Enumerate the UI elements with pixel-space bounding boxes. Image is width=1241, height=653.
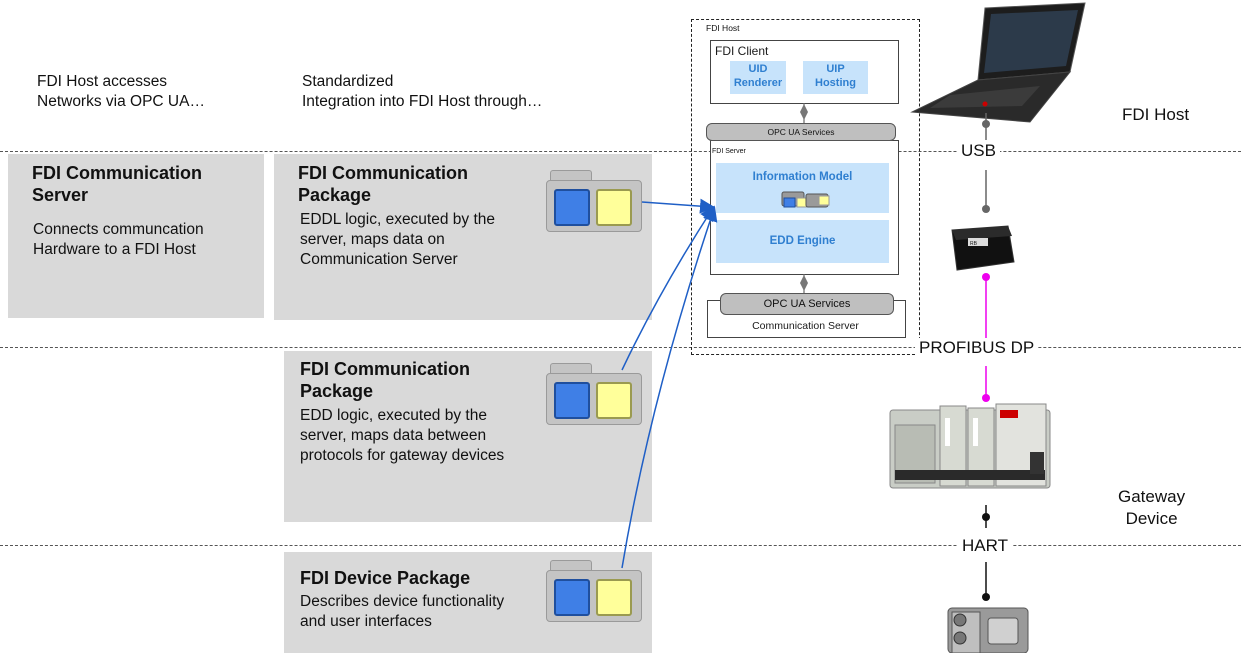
opc-ua-services-bottom: OPC UA Services [720,293,894,315]
hart-label: HART [958,536,1012,556]
uid-renderer-box: UID Renderer [730,61,786,94]
comm-server-desc: Connects communcation Hardware to a FDI … [33,221,204,258]
opc-ua-services-top: OPC UA Services [706,123,896,141]
note-network: FDI Host accesses Networks via OPC UA… [37,73,205,110]
package-icon [546,560,642,622]
arrow-device-package [621,206,718,569]
usb-adapter-image: RB [951,225,1015,271]
package-icon [546,170,642,232]
fdi-host-frame [691,19,920,355]
gateway-device-image [889,403,1051,489]
fdi-host-side-label: FDI Host [1122,105,1190,124]
comm-package-2-title: FDI Communication Package [300,359,470,401]
gateway-device-label: Gateway Device [1118,487,1186,528]
information-model-icon [781,191,830,208]
comm-server-title: FDI Communication Server [32,163,202,205]
hart-node-bottom [982,593,990,601]
server-comm-connector [800,274,808,293]
svg-text:RB: RB [970,241,978,247]
profibus-node-bottom [982,394,990,402]
arrow-package-2 [621,205,715,371]
comm-package-1-title: FDI Communication Package [298,163,468,205]
profibus-label: PROFIBUS DP [915,338,1039,358]
usb-label: USB [957,141,1000,161]
usb-node-top [982,120,990,128]
usb-node-bottom [982,205,990,213]
uip-hosting-box: UIP Hosting [803,61,868,94]
client-server-connector [800,103,808,123]
fdi-client-label: FDI Client [715,44,769,58]
edd-engine-box: EDD Engine [716,220,889,263]
comm-package-2-desc: EDD logic, executed by the server, maps … [300,407,505,464]
comm-server-box [8,154,264,318]
separator-hart-line [0,545,1241,546]
package-icon [546,363,642,425]
separator-usb-line [0,151,1241,152]
note-integration: Standardized Integration into FDI Host t… [302,73,543,110]
hart-node-top [982,513,990,521]
field-device-image [947,607,1029,653]
fdi-server-label: FDI Server [712,148,746,155]
device-package-title: FDI Device Package [300,568,471,588]
arrow-package-1 [641,198,715,214]
comm-package-1-desc: EDDL logic, executed by the server, maps… [300,211,496,268]
fdi-host-label: FDI Host [706,23,740,33]
device-package-desc: Describes device functionality and user … [300,593,505,630]
comm-server-panel-label: Communication Server [752,320,859,332]
separator-profibus-line [0,347,1241,348]
laptop-image [910,2,1086,123]
